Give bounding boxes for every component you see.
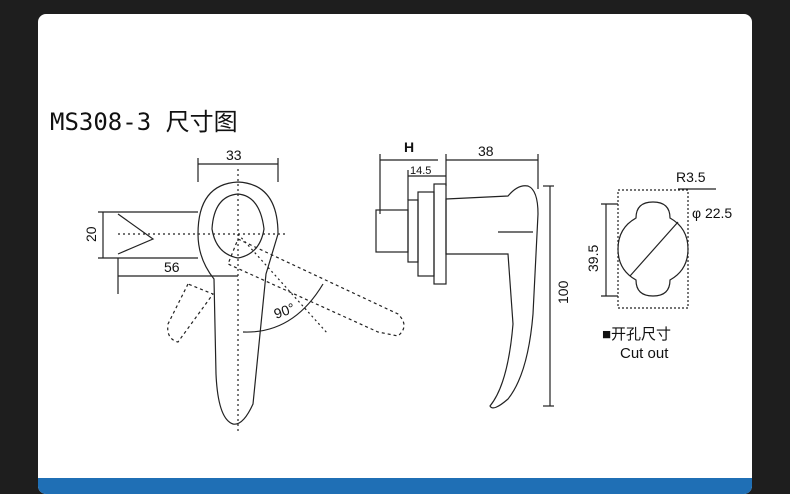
mount-plate [407,199,419,263]
dim-39-5: 39.5 [585,245,601,272]
bottom-accent-bar [38,478,752,494]
dim-r3-5: R3.5 [676,169,706,185]
dim-56: 56 [164,259,180,275]
dim-20: 20 [83,226,99,242]
cutout-label-cn: ■开孔尺寸 [602,326,671,343]
handle-body [197,181,279,425]
cylinder-body [375,209,409,253]
diagram-card: MS308-3 尺寸图 33 [38,14,752,494]
cutout-view [601,188,716,309]
dim-14-5: 14.5 [410,165,431,177]
cutout-shape [617,201,689,297]
side-handle-body [445,185,539,409]
dim-phi-22-5: φ 22.5 [692,205,732,221]
handle-side-view [375,154,554,409]
handle-front-view [98,158,405,434]
dim-h: H [404,139,414,155]
dim-100: 100 [555,280,571,304]
dimension-drawing: 33 20 56 90° H 14.5 38 [83,139,732,434]
rotated-handle-outline [227,238,405,337]
handle-grip-recess [211,193,265,259]
dim-33: 33 [226,147,242,163]
cutout-frame [617,189,689,309]
diagram-title: MS308-3 尺寸图 [50,108,238,136]
rotation-arc [242,283,324,333]
cutout-label-en: Cut out [620,345,669,362]
dim-90: 90° [272,300,297,322]
dim-38: 38 [478,143,494,159]
rotated-handle-outline-lower [167,283,214,343]
